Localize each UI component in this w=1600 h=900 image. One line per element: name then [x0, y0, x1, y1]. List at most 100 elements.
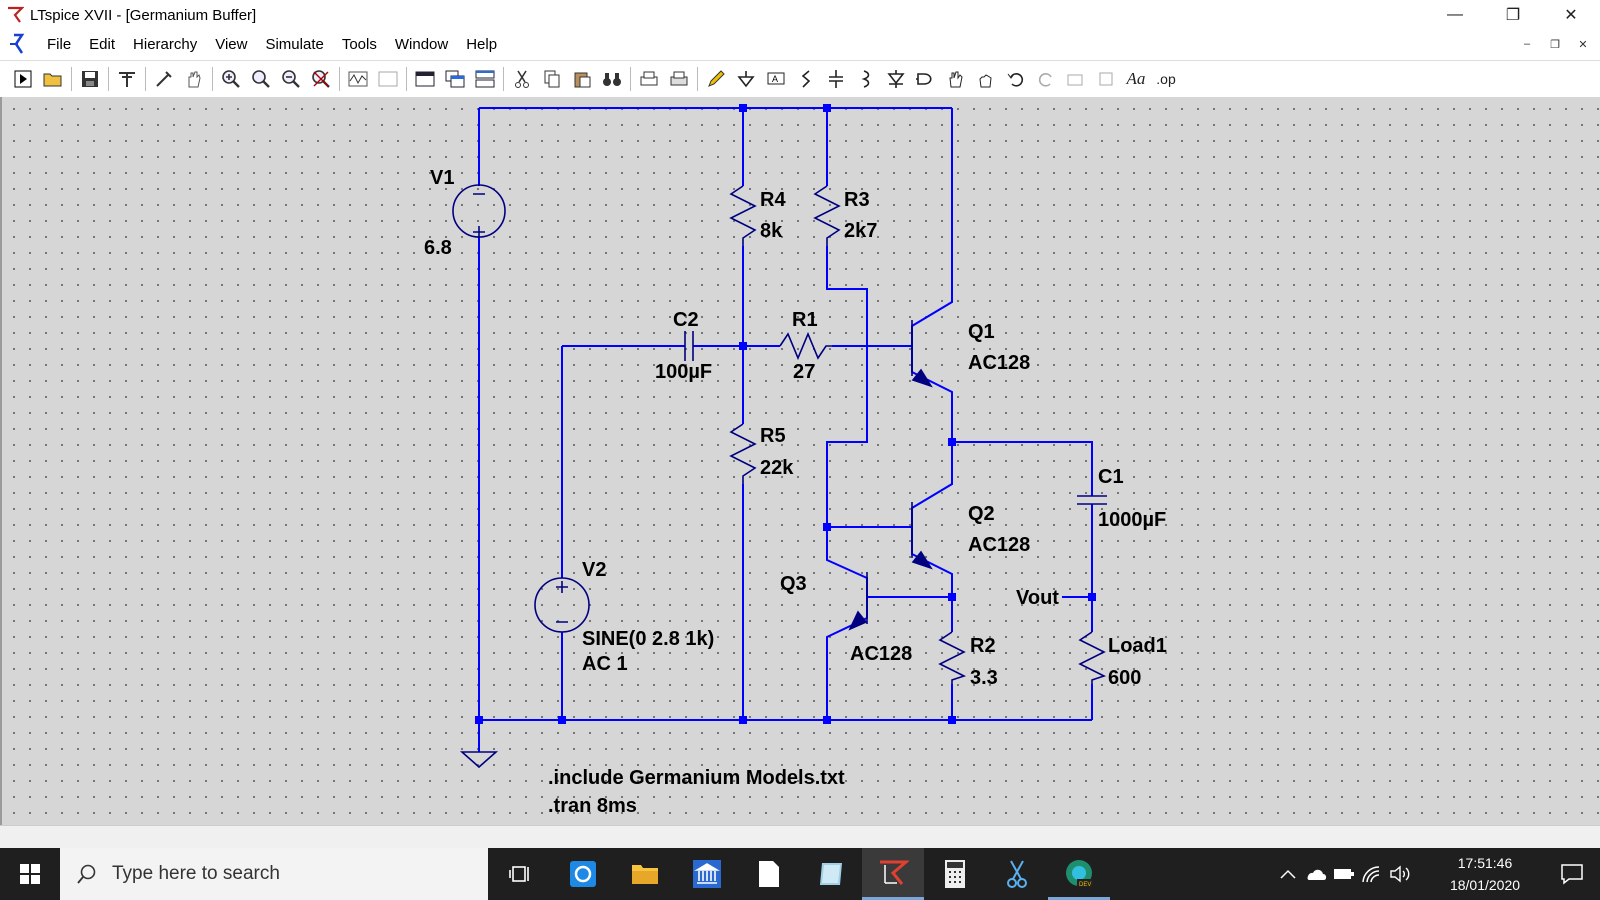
file-explorer-icon[interactable]	[614, 848, 676, 900]
notes-app-icon[interactable]	[800, 848, 862, 900]
label-net-icon[interactable]: A	[763, 66, 789, 92]
schematic-doc-icon[interactable]	[8, 32, 32, 56]
q1-name: Q1	[968, 321, 995, 343]
copy-icon[interactable]	[539, 66, 565, 92]
taskbar-search-box[interactable]: Type here to search	[60, 848, 488, 900]
include-directive[interactable]: .include Germanium Models.txt	[548, 767, 845, 789]
q1-value: AC128	[968, 352, 1030, 374]
c2-capacitor-symbol	[684, 331, 694, 361]
move-hand-icon[interactable]	[943, 66, 969, 92]
save-icon[interactable]	[77, 66, 103, 92]
snipping-tool-icon[interactable]	[986, 848, 1048, 900]
edge-dev-icon[interactable]: DEV	[1048, 848, 1110, 900]
diode-icon[interactable]	[883, 66, 909, 92]
doc-minimize-button[interactable]: –	[1523, 38, 1531, 50]
probe-icon[interactable]	[151, 66, 177, 92]
text-icon[interactable]: Aa	[1126, 69, 1146, 88]
wifi-icon[interactable]	[1358, 848, 1386, 900]
load1-resistor-symbol	[1078, 631, 1107, 684]
menu-edit[interactable]: Edit	[89, 35, 116, 53]
taskbar-clock[interactable]: 17:51:46 18/01/2020	[1440, 852, 1530, 896]
capacitor-icon[interactable]	[823, 66, 849, 92]
taskbar: Type here to search DEV 17:51:46 18/01/2…	[0, 848, 1600, 900]
volume-icon[interactable]	[1386, 848, 1414, 900]
drag-hand-icon[interactable]	[973, 66, 999, 92]
c1-value: 1000µF	[1098, 509, 1166, 531]
restore-button[interactable]: ❐	[1505, 7, 1521, 24]
doc-restore-button[interactable]: ❐	[1550, 38, 1560, 51]
window-maximize-icon[interactable]	[412, 66, 438, 92]
print-icon[interactable]	[636, 66, 662, 92]
bank-app-icon[interactable]	[676, 848, 738, 900]
draw-wire-pencil-icon[interactable]	[703, 66, 729, 92]
zoom-in-icon[interactable]	[218, 66, 244, 92]
r4-name: R4	[760, 189, 786, 211]
toolbar-separator	[630, 67, 631, 91]
window-cascade-icon[interactable]	[442, 66, 468, 92]
v1-name: V1	[430, 167, 454, 189]
menu-window[interactable]: Window	[394, 35, 449, 53]
rotate-icon[interactable]	[1063, 66, 1089, 92]
schematic-drawing: V1 6.8 R4 8k R3 2k7 C2 100µF R1 27 Q1 AC…	[424, 104, 1167, 817]
menu-view[interactable]: View	[215, 35, 248, 53]
pan-hand-icon[interactable]	[181, 66, 207, 92]
zoom-cancel-icon[interactable]	[308, 66, 334, 92]
waveform-disabled-icon[interactable]	[375, 66, 401, 92]
r5-value: 22k	[760, 457, 794, 479]
toolbar-separator	[339, 67, 340, 91]
spice-directive-label: .op	[1156, 71, 1176, 87]
task-view-icon[interactable]	[490, 848, 552, 900]
load1-value: 600	[1108, 667, 1141, 689]
redo-icon[interactable]	[1033, 66, 1059, 92]
mirror-icon[interactable]	[1093, 66, 1119, 92]
cut-icon[interactable]	[509, 66, 535, 92]
notifications-icon[interactable]	[1558, 848, 1586, 900]
chevron-up-icon[interactable]	[1274, 848, 1302, 900]
run-icon[interactable]	[10, 66, 36, 92]
schematic-canvas[interactable]: V1 6.8 R4 8k R3 2k7 C2 100µF R1 27 Q1 AC…	[0, 97, 1600, 825]
menu-hierarchy[interactable]: Hierarchy	[133, 35, 198, 53]
spice-directive-icon[interactable]: .op	[1153, 66, 1179, 92]
ltspice-taskbar-icon[interactable]	[862, 848, 924, 900]
paste-icon[interactable]	[569, 66, 595, 92]
calculator-icon[interactable]	[924, 848, 986, 900]
ground-icon[interactable]	[733, 66, 759, 92]
component-icon[interactable]	[913, 66, 939, 92]
toolbar-separator	[212, 67, 213, 91]
resistor-icon[interactable]	[793, 66, 819, 92]
minimize-button[interactable]: —	[1447, 6, 1463, 23]
undo-icon[interactable]	[1003, 66, 1029, 92]
r2-resistor-symbol	[938, 631, 967, 684]
zoom-full-icon[interactable]	[248, 66, 274, 92]
tran-directive[interactable]: .tran 8ms	[548, 795, 637, 817]
print-setup-icon[interactable]	[666, 66, 692, 92]
menu-file[interactable]: File	[47, 35, 72, 53]
waveform-icon[interactable]	[345, 66, 371, 92]
battery-icon[interactable]	[1330, 848, 1358, 900]
v1-value: 6.8	[424, 237, 452, 259]
components	[452, 184, 1107, 769]
find-binoculars-icon[interactable]	[599, 66, 625, 92]
doc-close-button[interactable]: ✕	[1578, 38, 1588, 51]
inductor-icon[interactable]	[853, 66, 879, 92]
open-folder-icon[interactable]	[40, 66, 66, 92]
windows-start-icon[interactable]	[0, 848, 60, 900]
sync-app-icon[interactable]	[552, 848, 614, 900]
zoom-out-icon[interactable]	[278, 66, 304, 92]
status-bar	[0, 825, 1600, 849]
close-button[interactable]: ✕	[1564, 7, 1578, 24]
menu-simulate[interactable]: Simulate	[265, 35, 324, 53]
menu-help[interactable]: Help	[466, 35, 498, 53]
r1-name: R1	[792, 309, 818, 331]
onedrive-cloud-icon[interactable]	[1302, 848, 1330, 900]
search-icon	[77, 864, 96, 884]
c2-name: C2	[673, 309, 699, 331]
r3-value: 2k7	[844, 220, 877, 242]
v2-value: SINE(0 2.8 1k)	[582, 628, 714, 650]
window-tile-icon[interactable]	[472, 66, 498, 92]
q2-transistor-symbol	[911, 502, 933, 570]
q3-transistor-symbol	[848, 572, 868, 631]
menu-tools[interactable]: Tools	[341, 35, 377, 53]
document-app-icon[interactable]	[738, 848, 800, 900]
control-panel-icon[interactable]	[114, 66, 140, 92]
